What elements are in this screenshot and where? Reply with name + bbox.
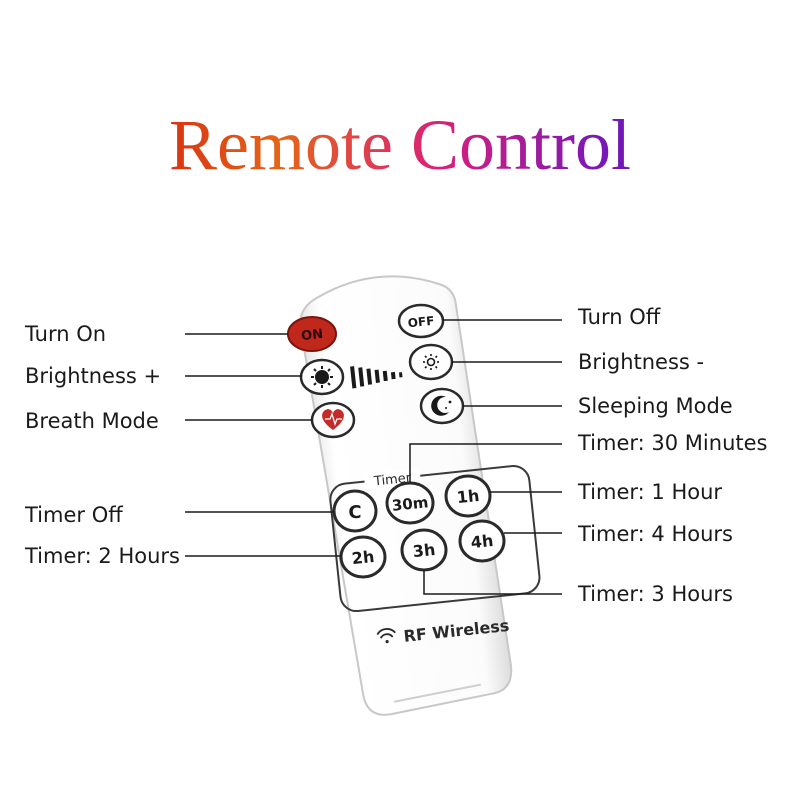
label-brightness-plus: Brightness + <box>25 364 162 388</box>
on-button[interactable]: ON <box>287 316 337 352</box>
label-sleeping-mode: Sleeping Mode <box>578 394 733 418</box>
moon-stars-icon <box>431 395 452 416</box>
off-button[interactable]: OFF <box>397 303 445 339</box>
brightness-up-button[interactable] <box>299 358 345 396</box>
label-timer-4h: Timer: 4 Hours <box>578 522 733 546</box>
timer-2h-button[interactable]: 2h <box>339 535 387 579</box>
label-timer-30m: Timer: 30 Minutes <box>578 431 768 455</box>
wifi-icon <box>376 628 396 644</box>
timer-1h-label: 1h <box>456 486 480 507</box>
timer-30m-label: 30m <box>391 493 429 515</box>
label-brightness-minus: Brightness - <box>578 350 705 374</box>
label-breath-mode: Breath Mode <box>25 409 159 433</box>
callout-lines <box>185 319 562 595</box>
timer-3h-label: 3h <box>412 540 436 561</box>
small-sun-icon <box>423 354 439 370</box>
sleep-mode-button[interactable] <box>419 387 465 425</box>
label-turn-on: Turn On <box>25 322 107 346</box>
label-timer-1h: Timer: 1 Hour <box>578 480 723 504</box>
sun-icon <box>311 366 333 388</box>
timer-off-button[interactable]: C <box>332 489 378 533</box>
timer-4h-button[interactable]: 4h <box>458 519 506 563</box>
breath-mode-button[interactable] <box>310 401 356 439</box>
timer-1h-button[interactable]: 1h <box>444 474 492 518</box>
timer-2h-label: 2h <box>351 547 375 568</box>
timer-3h-button[interactable]: 3h <box>400 528 448 572</box>
label-timer-3h: Timer: 3 Hours <box>578 582 733 606</box>
label-turn-off: Turn Off <box>578 305 661 329</box>
label-timer-off: Timer Off <box>25 503 123 527</box>
on-button-label: ON <box>300 327 323 344</box>
timer-30m-button[interactable]: 30m <box>385 481 435 525</box>
label-timer-2h: Timer: 2 Hours <box>25 544 180 568</box>
brightness-down-button[interactable] <box>408 343 454 381</box>
brightness-level-bars <box>350 366 403 389</box>
off-button-label: OFF <box>407 314 435 331</box>
timer-4h-label: 4h <box>470 531 494 552</box>
timer-off-label: C <box>348 502 361 523</box>
page-title: Remote Control <box>0 95 800 195</box>
